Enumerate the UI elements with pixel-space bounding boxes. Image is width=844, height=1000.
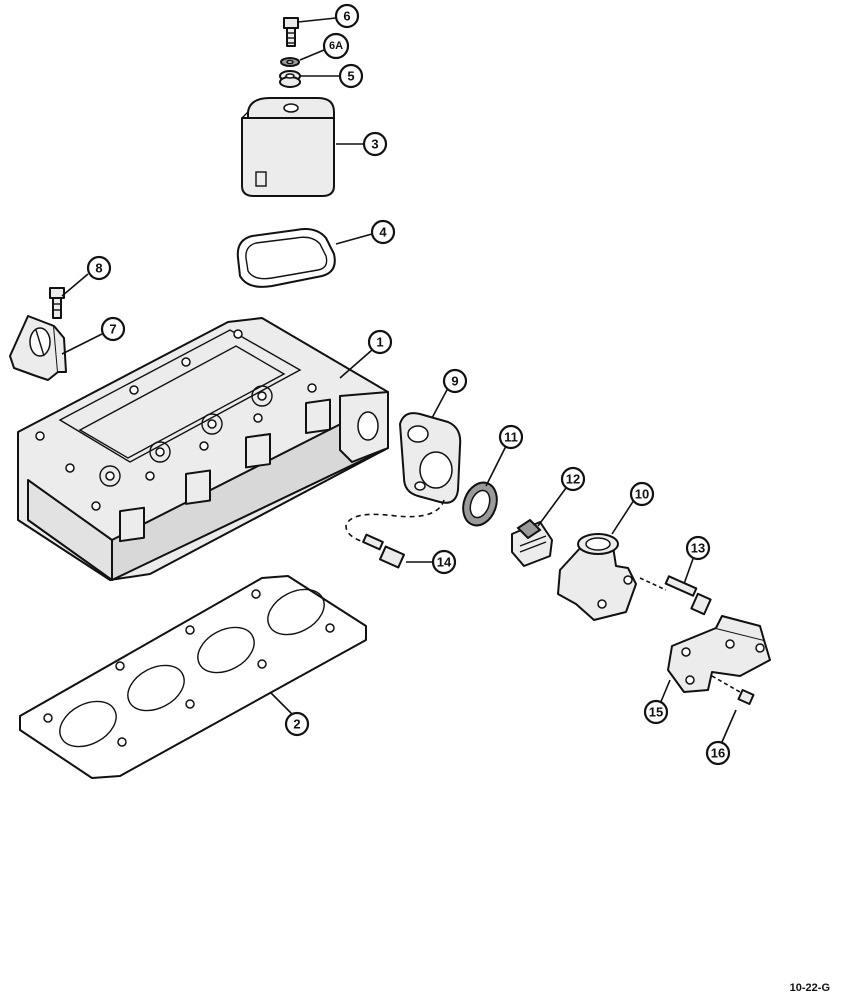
rocker-cover-part-3 (241, 97, 335, 197)
cover-gasket-part-4 (236, 228, 336, 288)
callout-label-16: 16 (711, 746, 725, 761)
callout-label-3: 3 (371, 137, 378, 152)
callout-14: 14 (431, 549, 457, 575)
callout-3: 3 (362, 131, 388, 157)
callout-1: 1 (367, 329, 393, 355)
head-gasket-part-2 (19, 575, 367, 779)
mounting-bracket-part-15 (667, 615, 771, 693)
callout-13: 13 (685, 535, 711, 561)
figure-reference-code: 10-22-G (789, 982, 830, 994)
leader-lines (61, 17, 737, 743)
callout-16: 16 (705, 740, 731, 766)
callout-label-8: 8 (95, 261, 102, 276)
callout-label-2: 2 (293, 717, 300, 732)
callout-label-14: 14 (437, 555, 452, 570)
bolt-part-13 (639, 575, 712, 616)
thermostat-part-12 (511, 518, 553, 567)
bolt-part-6 (283, 17, 299, 47)
callout-7: 7 (100, 316, 126, 342)
coolant-hose-dashed (345, 499, 445, 547)
bolt-part-16 (711, 675, 755, 706)
callout-label-12: 12 (566, 472, 580, 487)
callout-6: 6 (334, 3, 360, 29)
callout-label-1: 1 (376, 335, 383, 350)
cylinder-head-part-1 (17, 317, 389, 581)
washer-part-6a (280, 57, 300, 67)
callout-8: 8 (86, 255, 112, 281)
callout-label-7: 7 (109, 322, 116, 337)
callout-label-4: 4 (379, 225, 387, 240)
callout-label-15: 15 (649, 705, 663, 720)
bolt-part-14 (362, 533, 405, 569)
seal-ring-part-11 (462, 481, 498, 527)
callout-2: 2 (284, 711, 310, 737)
bolt-part-8 (49, 287, 65, 319)
grommet-part-5 (279, 70, 301, 88)
callout-9: 9 (442, 368, 468, 394)
callout-label-9: 9 (451, 374, 458, 389)
thermostat-housing-part-10 (557, 533, 637, 621)
callout-11: 11 (498, 424, 524, 450)
callout-label-6: 6 (343, 9, 350, 24)
callout-label-13: 13 (691, 541, 705, 556)
callout-4: 4 (370, 219, 396, 245)
callout-15: 15 (643, 699, 669, 725)
callout-6a: 6A (322, 32, 350, 60)
callout-label-11: 11 (504, 430, 518, 445)
callout-10: 10 (629, 481, 655, 507)
callout-5: 5 (338, 63, 364, 89)
callout-label-10: 10 (635, 487, 649, 502)
thermostat-gasket-part-9 (399, 412, 462, 504)
callout-label-6a: 6A (329, 40, 343, 52)
callout-label-5: 5 (347, 69, 354, 84)
callout-12: 12 (560, 466, 586, 492)
lifting-bracket-part-7 (9, 315, 67, 381)
